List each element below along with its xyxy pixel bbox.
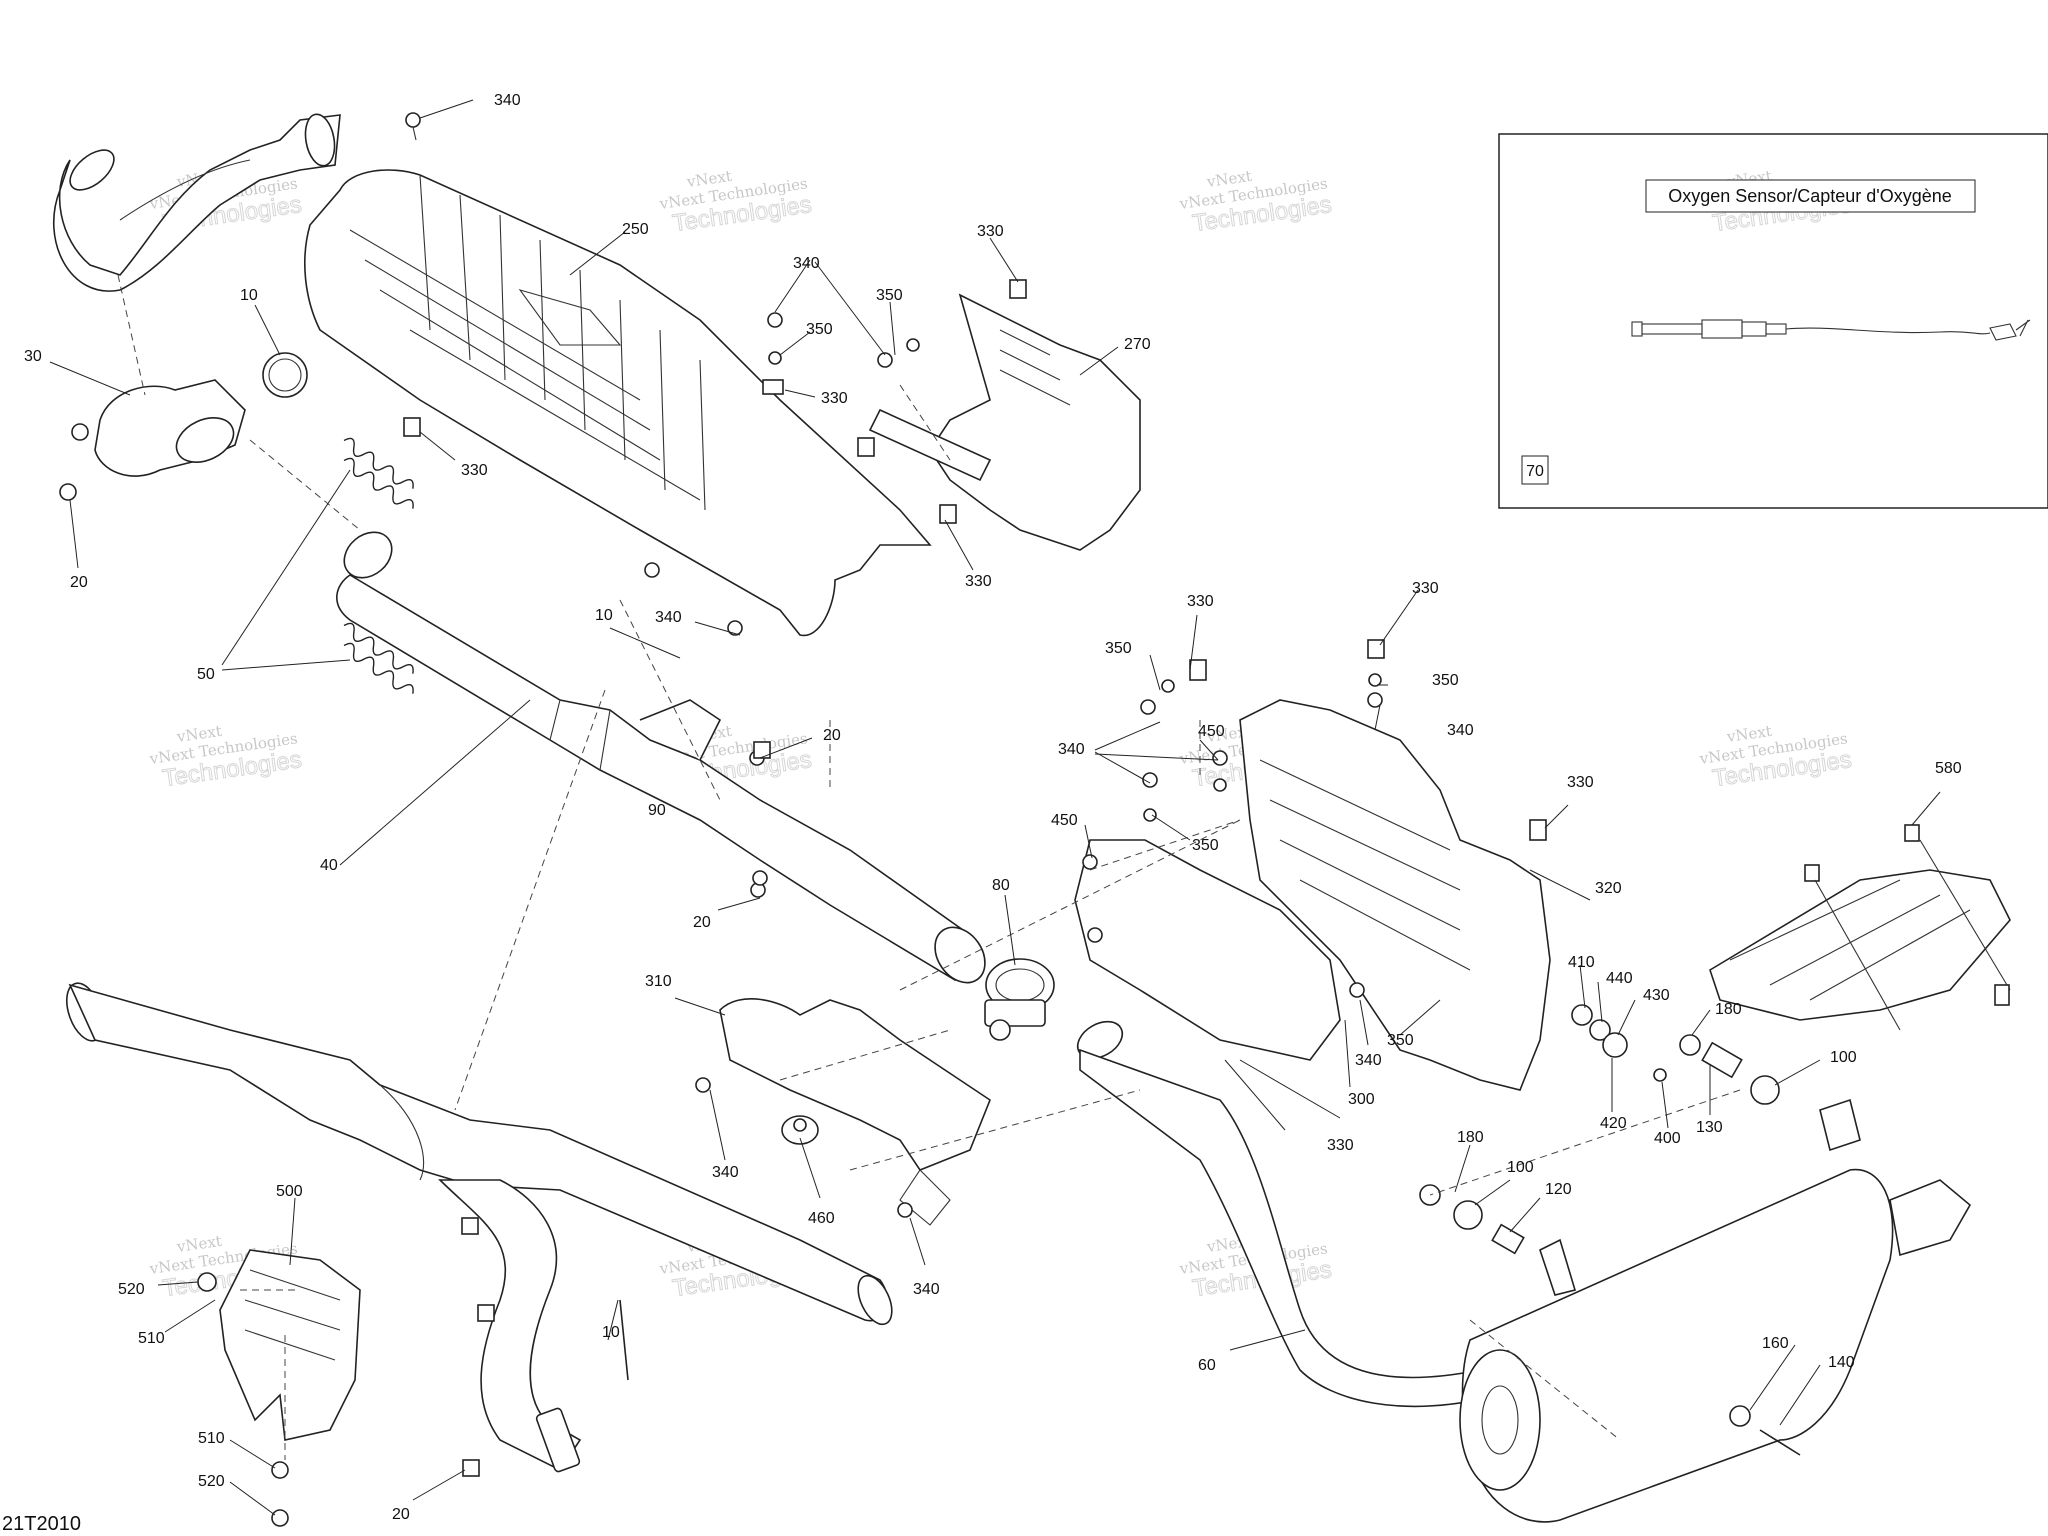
callout-20: 20 [823, 727, 841, 744]
callout-520: 520 [198, 1473, 225, 1490]
callout-340: 340 [1447, 722, 1474, 739]
callout-340: 340 [1058, 741, 1085, 758]
callout-100: 100 [1830, 1049, 1857, 1066]
inset-title-box [1645, 179, 1976, 213]
callout-350: 350 [1105, 640, 1132, 657]
callout-330: 330 [1412, 580, 1439, 597]
muffler [1459, 1098, 1972, 1523]
springs-50 [343, 437, 414, 694]
callout-330: 330 [977, 223, 1004, 240]
callout-20: 20 [70, 574, 88, 591]
callout-350: 350 [876, 287, 903, 304]
callout-300: 300 [1348, 1091, 1375, 1108]
assembly-lines [117, 274, 1741, 1460]
callout-510: 510 [198, 1430, 225, 1447]
shield-500 [197, 1249, 361, 1527]
exhaust-pipe-60 [1076, 1020, 1502, 1408]
header-pipe-30 [52, 113, 341, 292]
callout-460: 460 [808, 1210, 835, 1227]
callout-160: 160 [1762, 1335, 1789, 1352]
callout-340: 340 [793, 255, 820, 272]
callout-320: 320 [1595, 880, 1622, 897]
callout-520: 520 [118, 1281, 145, 1298]
callout-340: 340 [913, 1281, 940, 1298]
bracket-shield-270 [868, 293, 1141, 551]
callout-100: 100 [1507, 1159, 1534, 1176]
callout-340: 340 [712, 1164, 739, 1181]
callout-40: 40 [320, 857, 338, 874]
oxygen-sensor-drawing [1631, 319, 2031, 341]
callout-330: 330 [461, 462, 488, 479]
callout-130: 130 [1696, 1119, 1723, 1136]
callout-10: 10 [240, 287, 258, 304]
callout-340: 340 [655, 609, 682, 626]
callout-80: 80 [992, 877, 1010, 894]
callout-120: 120 [1545, 1181, 1572, 1198]
heat-shield-250 [304, 169, 932, 637]
callout-500: 500 [276, 1183, 303, 1200]
callout-340: 340 [1355, 1052, 1382, 1069]
callout-20: 20 [392, 1506, 410, 1523]
guard-580 [1709, 869, 2011, 1021]
callout-400: 400 [1654, 1130, 1681, 1147]
shields-300-320 [1074, 699, 1551, 1091]
callout-330: 330 [821, 390, 848, 407]
callout-270: 270 [1124, 336, 1151, 353]
callout-420: 420 [1600, 1115, 1627, 1132]
clamp-80 [984, 958, 1055, 1041]
callout-330: 330 [1327, 1137, 1354, 1154]
callout-410: 410 [1568, 954, 1595, 971]
callout-250: 250 [622, 221, 649, 238]
callout-580: 580 [1935, 760, 1962, 777]
leader-lines [49, 99, 1941, 1516]
callout-90: 90 [648, 802, 666, 819]
callout-20: 20 [693, 914, 711, 931]
watermark-5: vNext vNext Technologies Technologies [148, 722, 304, 793]
elbow-flange [59, 352, 308, 501]
callout-350: 350 [1387, 1032, 1414, 1049]
watermark-3: vNext vNext Technologies Technologies [1178, 167, 1334, 238]
inset-title: Oxygen Sensor/Capteur d'Oxygène [1668, 186, 1952, 206]
callout-350: 350 [806, 321, 833, 338]
callout-180: 180 [1715, 1001, 1742, 1018]
inset-frame [1498, 133, 2048, 509]
callout-50: 50 [197, 666, 215, 683]
callout-310: 310 [645, 973, 672, 990]
callout-330: 330 [965, 573, 992, 590]
callout-10: 10 [595, 607, 613, 624]
callout-180: 180 [1457, 1129, 1484, 1146]
watermark-2: vNext vNext Technologies Technologies [658, 167, 814, 238]
callout-350: 350 [1192, 837, 1219, 854]
callout-350: 350 [1432, 672, 1459, 689]
callout-440: 440 [1606, 970, 1633, 987]
parts-drawing [49, 99, 2011, 1527]
callout-450: 450 [1051, 812, 1078, 829]
diagram-id: 21T2010 [2, 1513, 81, 1535]
fasteners [403, 112, 2011, 1477]
callout-510: 510 [138, 1330, 165, 1347]
callout-450: 450 [1198, 723, 1225, 740]
callout-labels: 340 250 340 350 330 350 270 330 330 330 … [24, 92, 1962, 1523]
callout-330: 330 [1187, 593, 1214, 610]
bracket-310 [719, 998, 991, 1226]
lower-pipe [65, 982, 893, 1473]
callout-60: 60 [1198, 1357, 1216, 1374]
inset-part-number-box [1521, 455, 1549, 485]
callout-330: 330 [1567, 774, 1594, 791]
watermark-8: vNext vNext Technologies Technologies [1698, 722, 1854, 793]
inset-part-number: 70 [1526, 463, 1544, 480]
callout-430: 430 [1643, 987, 1670, 1004]
oxygen-sensor-inset: Oxygen Sensor/Capteur d'Oxygène 70 [1498, 133, 2048, 509]
callout-340: 340 [494, 92, 521, 109]
callout-10: 10 [602, 1324, 620, 1341]
callout-140: 140 [1828, 1354, 1855, 1371]
callout-30: 30 [24, 348, 42, 365]
pipe-40 [336, 531, 986, 984]
